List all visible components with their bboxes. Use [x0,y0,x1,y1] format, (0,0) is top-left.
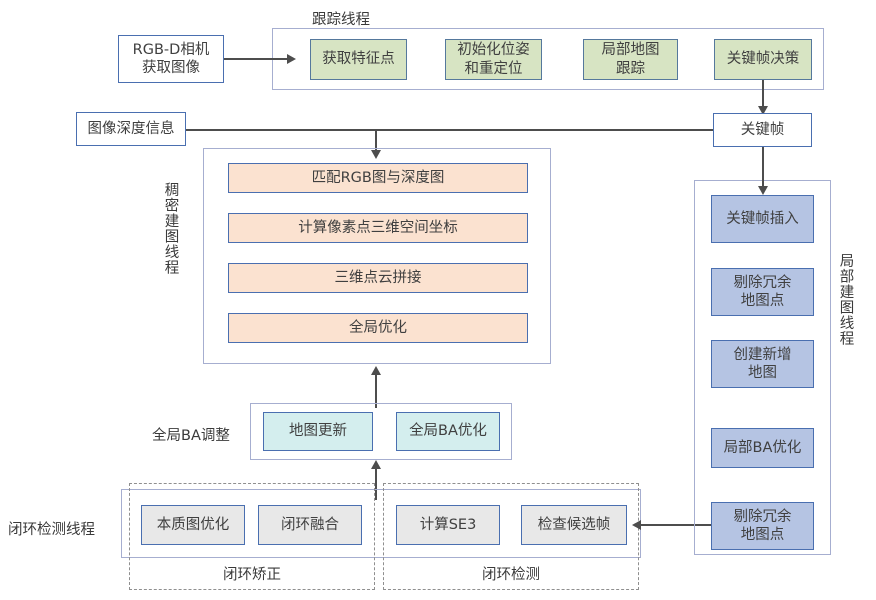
tracking-item-3[interactable]: 关键帧决策 [714,39,812,80]
local-mapping-item-2[interactable]: 创建新增 地图 [711,340,814,388]
dense-mapping-item-0[interactable]: 匹配RGB图与深度图 [228,163,528,193]
arrow-keyframe-to-local-head [757,186,768,195]
arrow-local-to-loop-line [641,524,713,526]
arrow-decision-to-keyframe-head [757,106,768,115]
dense-mapping-thread-label: 稠密建图线程 [162,182,179,275]
tracking-item-0[interactable]: 获取特征点 [310,39,407,80]
depth-info-input-box[interactable]: 图像深度信息 [76,112,186,146]
loop-detection-dashed-group [383,483,639,590]
loop-correction-item-0[interactable]: 本质图优化 [141,505,245,545]
tracking-item-1[interactable]: 初始化位姿 和重定位 [445,39,542,80]
local-mapping-item-4[interactable]: 剔除冗余 地图点 [711,502,814,550]
arrow-loop-to-ba-head [370,460,381,469]
global-ba-item-0[interactable]: 地图更新 [263,412,373,451]
loop-detection-caption: 闭环检测 [482,567,540,583]
arrow-ba-to-dense-line [375,372,377,408]
global-ba-item-1[interactable]: 全局BA优化 [396,412,500,451]
depth-branch-down-line [375,129,377,155]
arrow-camera-to-tracking-line [224,58,287,60]
arrow-keyframe-to-local-line [762,147,764,188]
dense-mapping-item-1[interactable]: 计算像素点三维空间坐标 [228,213,528,243]
local-mapping-item-0[interactable]: 关键帧插入 [711,195,814,243]
loop-detection-item-1[interactable]: 检查候选帧 [521,505,627,545]
global-ba-group [250,403,512,460]
loop-correction-caption: 闭环矫正 [223,567,281,583]
dense-mapping-item-3[interactable]: 全局优化 [228,313,528,343]
keyframe-box[interactable]: 关键帧 [713,113,812,147]
dense-mapping-item-2[interactable]: 三维点云拼接 [228,263,528,293]
arrow-camera-to-tracking-head [287,53,296,64]
arrow-ba-to-dense-head [370,366,381,375]
arrow-decision-to-keyframe-line [762,80,764,109]
loop-thread-label: 闭环检测线程 [8,522,95,538]
tracking-thread-title: 跟踪线程 [312,12,370,28]
rgbd-camera-input-box[interactable]: RGB-D相机 获取图像 [118,35,224,83]
local-mapping-item-3[interactable]: 局部BA优化 [711,428,814,468]
depth-branch-down-head [370,150,381,159]
dense-mapping-group [203,148,551,364]
local-mapping-thread-label: 局部建图线程 [837,253,854,346]
arrow-loop-to-ba-line [375,466,377,500]
tracking-item-2[interactable]: 局部地图 跟踪 [583,39,678,80]
global-ba-label: 全局BA调整 [152,428,230,444]
local-mapping-item-1[interactable]: 剔除冗余 地图点 [711,268,814,316]
loop-correction-dashed-group [129,483,375,590]
loop-detection-item-0[interactable]: 计算SE3 [396,505,500,545]
arrow-local-to-loop-head [632,519,641,530]
loop-correction-item-1[interactable]: 闭环融合 [258,505,362,545]
depth-to-keyframe-line [186,129,713,131]
